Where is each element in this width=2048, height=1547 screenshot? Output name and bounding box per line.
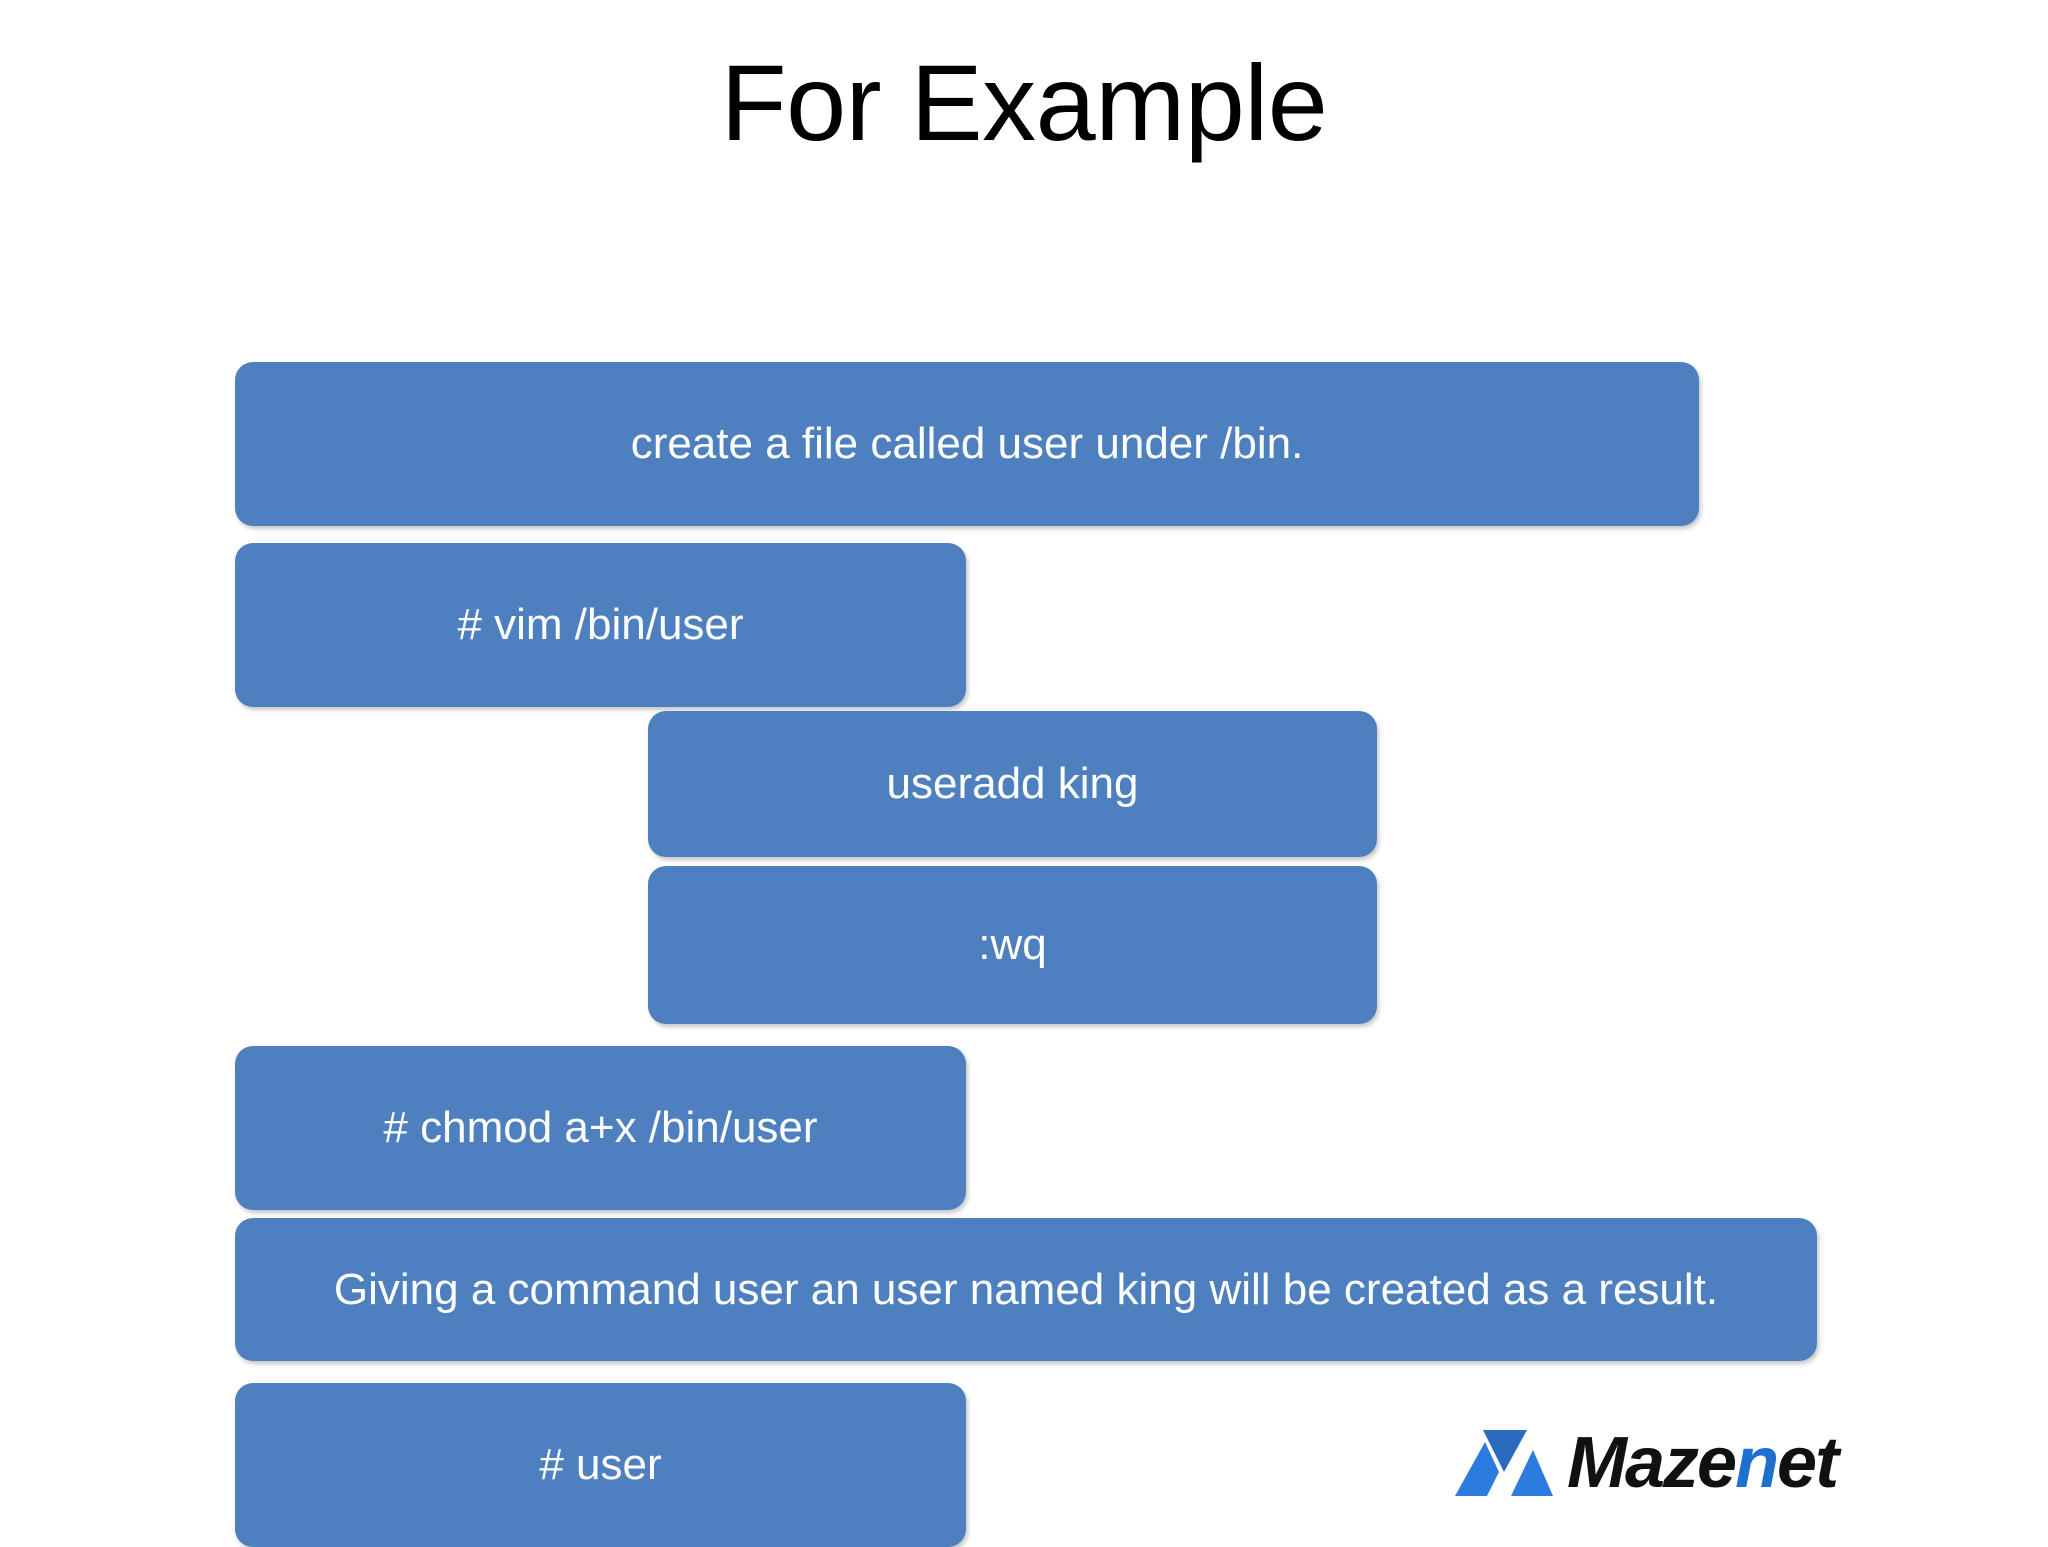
process-box-result[interactable]: Giving a command user an user named king… (235, 1218, 1817, 1361)
process-box-wq[interactable]: :wq (648, 866, 1377, 1024)
mazenet-logo-mark-icon (1455, 1430, 1553, 1496)
process-box-result-label: Giving a command user an user named king… (333, 1264, 1719, 1314)
process-box-run-user-label: # user (539, 1440, 662, 1490)
mazenet-word-part-1: Maze (1567, 1423, 1737, 1503)
page-title: For Example (720, 42, 1328, 163)
mazenet-wordmark: Mazenet (1567, 1427, 1839, 1499)
process-box-vim-label: # vim /bin/user (457, 600, 744, 650)
process-box-run-user[interactable]: # user (235, 1383, 966, 1547)
process-box-vim[interactable]: # vim /bin/user (235, 543, 966, 707)
mazenet-word-part-2: et (1777, 1423, 1839, 1503)
process-box-create-label: create a file called user under /bin. (630, 419, 1304, 469)
process-box-create[interactable]: create a file called user under /bin. (235, 362, 1699, 526)
process-box-useradd-label: useradd king (886, 759, 1139, 809)
process-box-chmod-label: # chmod a+x /bin/user (383, 1103, 818, 1153)
process-box-useradd[interactable]: useradd king (648, 711, 1377, 857)
mazenet-logo: Mazenet (1455, 1408, 1840, 1518)
process-box-chmod[interactable]: # chmod a+x /bin/user (235, 1046, 966, 1210)
mazenet-word-part-highlight: n (1735, 1423, 1779, 1503)
process-box-wq-label: :wq (978, 920, 1047, 970)
